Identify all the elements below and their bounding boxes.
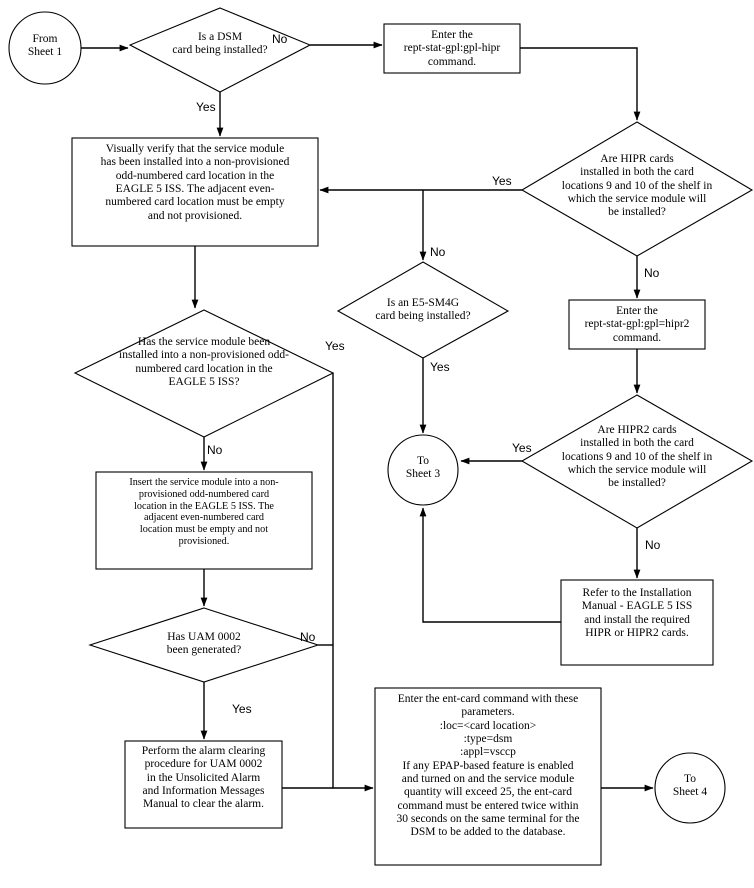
node-refer-manual <box>560 579 714 666</box>
node-from-sheet-1 <box>8 11 82 85</box>
node-hipr-decision <box>520 121 754 257</box>
node-enter-hipr2-command <box>568 299 706 350</box>
edge-label-uam-yes: Yes <box>232 702 252 716</box>
node-insert-module <box>95 471 313 570</box>
node-installed-check-decision <box>73 309 335 438</box>
node-to-sheet-4 <box>654 752 726 824</box>
node-ent-card <box>374 687 602 866</box>
node-visually-verify <box>71 137 319 247</box>
edge-label-hipr-no: No <box>644 266 660 280</box>
node-enter-hipr-command <box>383 23 521 74</box>
edge-label-dsm-yes: Yes <box>196 100 216 114</box>
edge-installed-check-yes-to-ent-card <box>332 373 374 792</box>
edge-label-hipr2-no: No <box>645 538 661 552</box>
edge-label-installed-check-yes: Yes <box>325 339 345 353</box>
node-hipr2-decision <box>520 394 754 529</box>
edge-label-uam-no: No <box>300 630 316 644</box>
edge-label-hipr-yes: Yes <box>492 174 512 188</box>
node-e5sm4g-decision <box>336 261 510 359</box>
edge-label-hipr2-yes: Yes <box>512 441 532 455</box>
node-to-sheet-3 <box>387 434 459 506</box>
edge-label-e5sm4g-no: No <box>430 245 446 259</box>
node-uam-decision <box>88 607 320 683</box>
edge-enter-hipr-to-hipr-decision <box>520 47 641 121</box>
edge-refer-manual-to-sheet-3 <box>419 507 561 623</box>
node-alarm-clearing <box>124 740 283 829</box>
edge-label-e5sm4g-yes: Yes <box>430 360 450 374</box>
edge-label-dsm-no: No <box>272 32 288 46</box>
node-dsm-decision <box>128 7 312 93</box>
edge-label-installed-check-no: No <box>207 443 223 457</box>
